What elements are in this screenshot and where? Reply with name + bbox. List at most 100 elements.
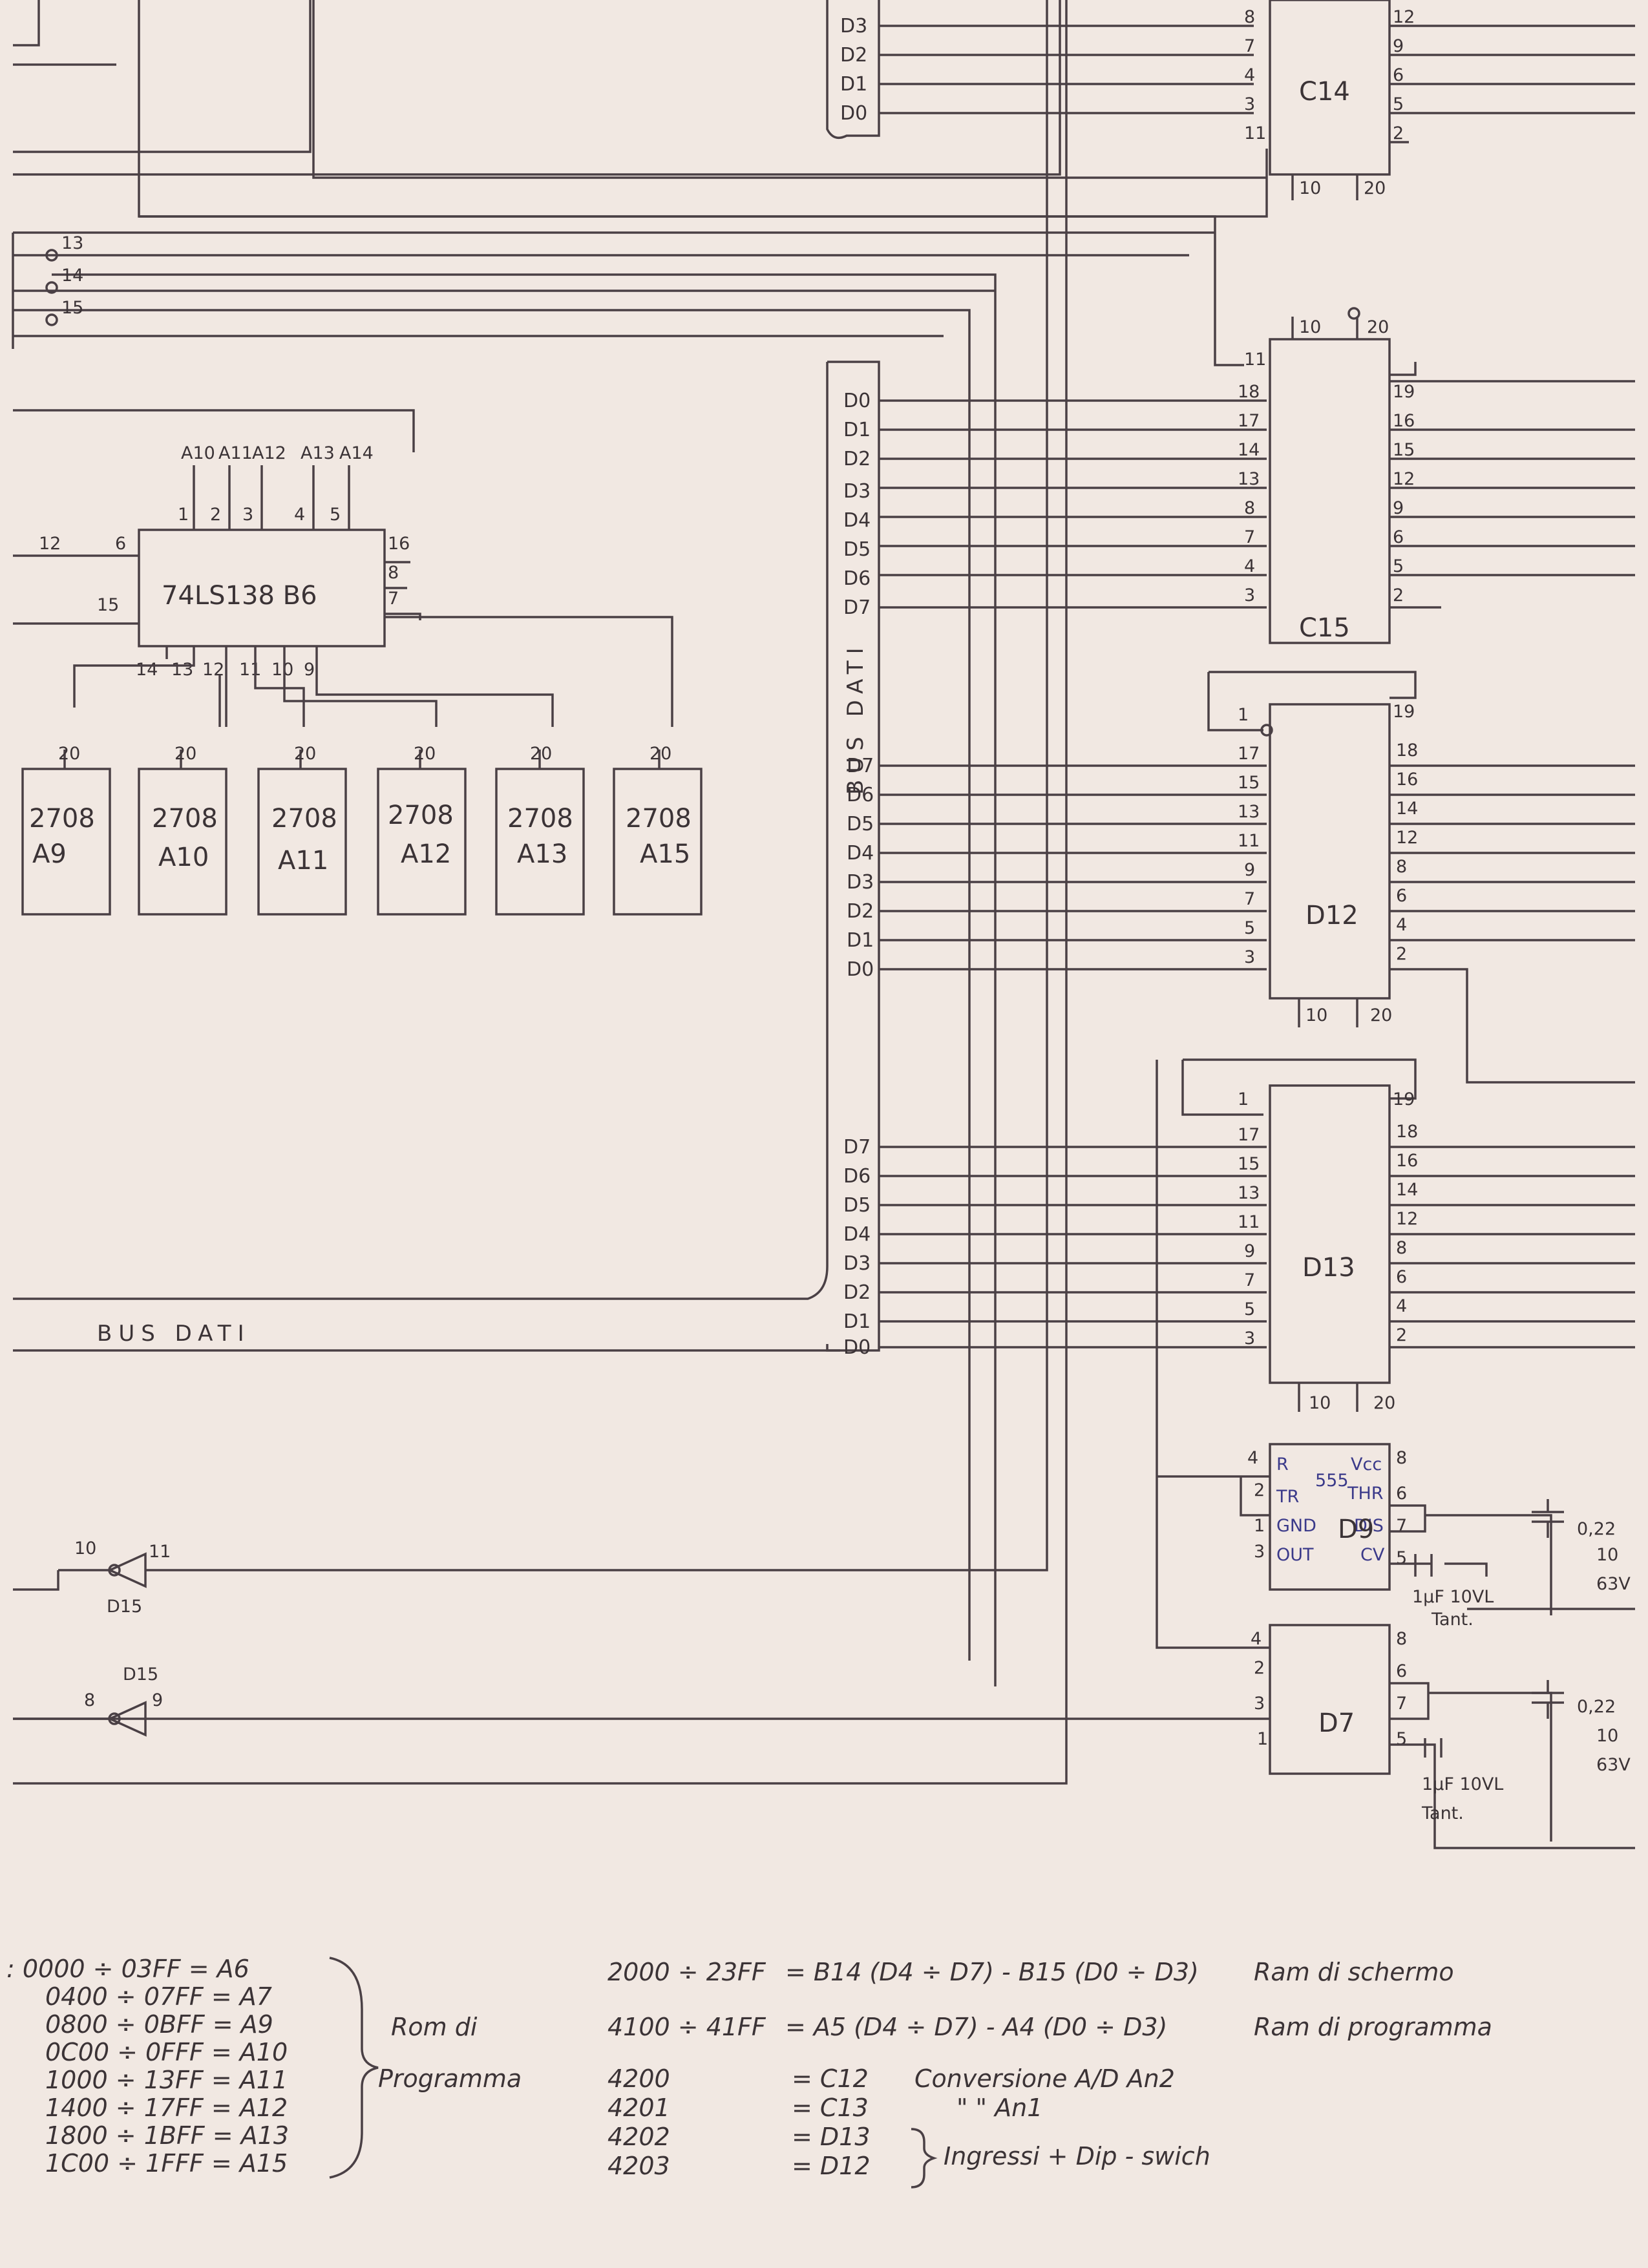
svg-text:7: 7 <box>1244 889 1255 909</box>
svg-text:D6: D6 <box>843 567 871 590</box>
svg-text:2708: 2708 <box>626 804 692 834</box>
svg-text:0C00 ÷ 0FFF = A10: 0C00 ÷ 0FFF = A10 <box>45 2038 288 2066</box>
svg-text:= A5 (D4 ÷ D7) - A4 (D0 ÷ D3): = A5 (D4 ÷ D7) - A4 (D0 ÷ D3) <box>785 2013 1167 2041</box>
svg-text:9: 9 <box>304 660 315 680</box>
decoder-74ls138: A10 A11 A12 A13 A14 1 2 3 4 5 74LS138 B6… <box>13 409 673 727</box>
svg-text:Programma: Programma <box>378 2064 522 2093</box>
svg-text:4: 4 <box>1396 915 1407 935</box>
svg-text:2708: 2708 <box>271 804 337 834</box>
svg-text:7: 7 <box>388 589 399 609</box>
svg-text:12: 12 <box>39 534 61 554</box>
svg-text:9: 9 <box>1393 498 1404 518</box>
svg-text:0,22: 0,22 <box>1577 1519 1616 1539</box>
addr-a14: A14 <box>339 443 374 463</box>
svg-text:D2: D2 <box>847 900 874 923</box>
svg-text:17: 17 <box>1238 1125 1260 1145</box>
svg-text:4: 4 <box>1251 1629 1262 1649</box>
svg-text:2: 2 <box>1396 944 1407 964</box>
svg-text:Ram di programma: Ram di programma <box>1254 2013 1492 2041</box>
svg-text:16: 16 <box>388 534 410 554</box>
rom-a9-type: 2708 <box>29 804 95 834</box>
svg-text:CV: CV <box>1360 1545 1385 1565</box>
svg-text:15: 15 <box>1393 440 1415 460</box>
svg-text:7: 7 <box>1244 36 1255 56</box>
svg-text:18: 18 <box>1238 382 1260 402</box>
svg-text:8: 8 <box>1244 498 1255 518</box>
svg-text:7: 7 <box>1244 1270 1255 1290</box>
svg-text:20: 20 <box>174 744 196 764</box>
svg-text:5: 5 <box>1393 556 1404 576</box>
svg-text:5: 5 <box>1396 1729 1407 1749</box>
svg-text:11: 11 <box>239 660 261 680</box>
svg-text:4: 4 <box>294 505 305 525</box>
svg-text:10: 10 <box>1299 178 1321 198</box>
svg-text:D7: D7 <box>843 1136 871 1159</box>
svg-text:D3: D3 <box>840 15 867 37</box>
svg-text:D6: D6 <box>847 784 874 806</box>
svg-text:TR: TR <box>1276 1487 1299 1507</box>
svg-text:D2: D2 <box>843 448 871 470</box>
svg-text:2: 2 <box>1396 1325 1407 1345</box>
svg-text:D3: D3 <box>847 871 874 894</box>
svg-text:D2: D2 <box>840 44 867 67</box>
svg-text:D6: D6 <box>843 1165 871 1188</box>
chip-d7: D7 4 2 3 1 8 6 7 5 1µF 10VL Tant. 0,22 1… <box>13 0 1635 1849</box>
left-pin-15: 15 <box>61 298 83 318</box>
svg-text:3: 3 <box>1244 947 1255 967</box>
svg-text:4: 4 <box>1244 556 1255 576</box>
svg-text:20: 20 <box>1370 1005 1392 1025</box>
svg-text:0,22: 0,22 <box>1577 1697 1616 1717</box>
svg-text:12: 12 <box>1393 7 1415 27</box>
svg-text:5: 5 <box>1244 1299 1255 1319</box>
svg-text:DIS: DIS <box>1354 1516 1384 1536</box>
svg-text:= B14 (D4 ÷ D7) - B15 (D0 ÷ D3: = B14 (D4 ÷ D7) - B15 (D0 ÷ D3) <box>785 1958 1199 1986</box>
rom-row: 20 20 20 20 20 20 2708 A9 2708 A10 2708 … <box>21 744 703 916</box>
svg-text:8: 8 <box>1396 1448 1407 1468</box>
svg-text:3: 3 <box>1254 1542 1265 1562</box>
svg-text:0400 ÷ 07FF = A7: 0400 ÷ 07FF = A7 <box>45 1982 272 2011</box>
svg-text:D7: D7 <box>843 596 871 619</box>
addr-a11: A11 <box>218 443 253 463</box>
svg-text:5: 5 <box>1396 1548 1407 1568</box>
svg-text:11: 11 <box>149 1542 171 1562</box>
svg-text:12: 12 <box>202 660 224 680</box>
svg-text:20: 20 <box>294 744 316 764</box>
svg-text:17: 17 <box>1238 744 1260 764</box>
svg-text:0800 ÷ 0BFF = A9: 0800 ÷ 0BFF = A9 <box>45 2010 273 2039</box>
svg-text:4202: 4202 <box>607 2123 670 2151</box>
svg-text:11: 11 <box>1244 123 1266 143</box>
addr-a10: A10 <box>181 443 215 463</box>
svg-text:15: 15 <box>97 595 119 615</box>
memory-map: : 0000 ÷ 03FF = A6 0400 ÷ 07FF = A7 0800… <box>6 1955 1492 2189</box>
svg-text:555: 555 <box>1315 1471 1349 1491</box>
svg-text:16: 16 <box>1396 770 1418 790</box>
svg-text:20: 20 <box>1367 317 1389 337</box>
svg-text:D4: D4 <box>847 842 874 865</box>
svg-text:D3: D3 <box>843 480 871 503</box>
svg-text:2000 ÷ 23FF: 2000 ÷ 23FF <box>607 1958 766 1986</box>
svg-text:5: 5 <box>1393 94 1404 114</box>
svg-text:10: 10 <box>1596 1726 1618 1746</box>
svg-text:6: 6 <box>1393 527 1404 547</box>
svg-text:2: 2 <box>1393 123 1404 143</box>
svg-text:D5: D5 <box>843 538 871 561</box>
d12-label: D12 <box>1305 901 1358 930</box>
svg-text:1: 1 <box>1254 1516 1265 1536</box>
svg-text:Conversione A/D An2: Conversione A/D An2 <box>914 2064 1175 2093</box>
svg-text:D15: D15 <box>123 1664 158 1685</box>
chip-d9-555: 4 2 1 3 R TR GND OUT Vcc THR DIS CV 555 … <box>1156 1060 1631 1649</box>
svg-text:D0: D0 <box>843 1336 871 1359</box>
svg-text:11: 11 <box>1238 1212 1260 1232</box>
svg-text:20: 20 <box>1373 1393 1395 1413</box>
svg-text:1400 ÷ 17FF = A12: 1400 ÷ 17FF = A12 <box>45 2094 288 2122</box>
svg-text:8: 8 <box>1244 7 1255 27</box>
svg-text:5: 5 <box>330 505 341 525</box>
svg-text:5: 5 <box>1244 918 1255 938</box>
svg-text:4: 4 <box>1396 1296 1407 1316</box>
svg-text:9: 9 <box>152 1690 163 1710</box>
svg-text:R: R <box>1276 1454 1289 1475</box>
svg-text:18: 18 <box>1396 1122 1418 1142</box>
svg-text:3: 3 <box>1254 1694 1265 1714</box>
svg-text:14: 14 <box>1396 799 1418 819</box>
left-pin-13: 13 <box>61 233 83 253</box>
